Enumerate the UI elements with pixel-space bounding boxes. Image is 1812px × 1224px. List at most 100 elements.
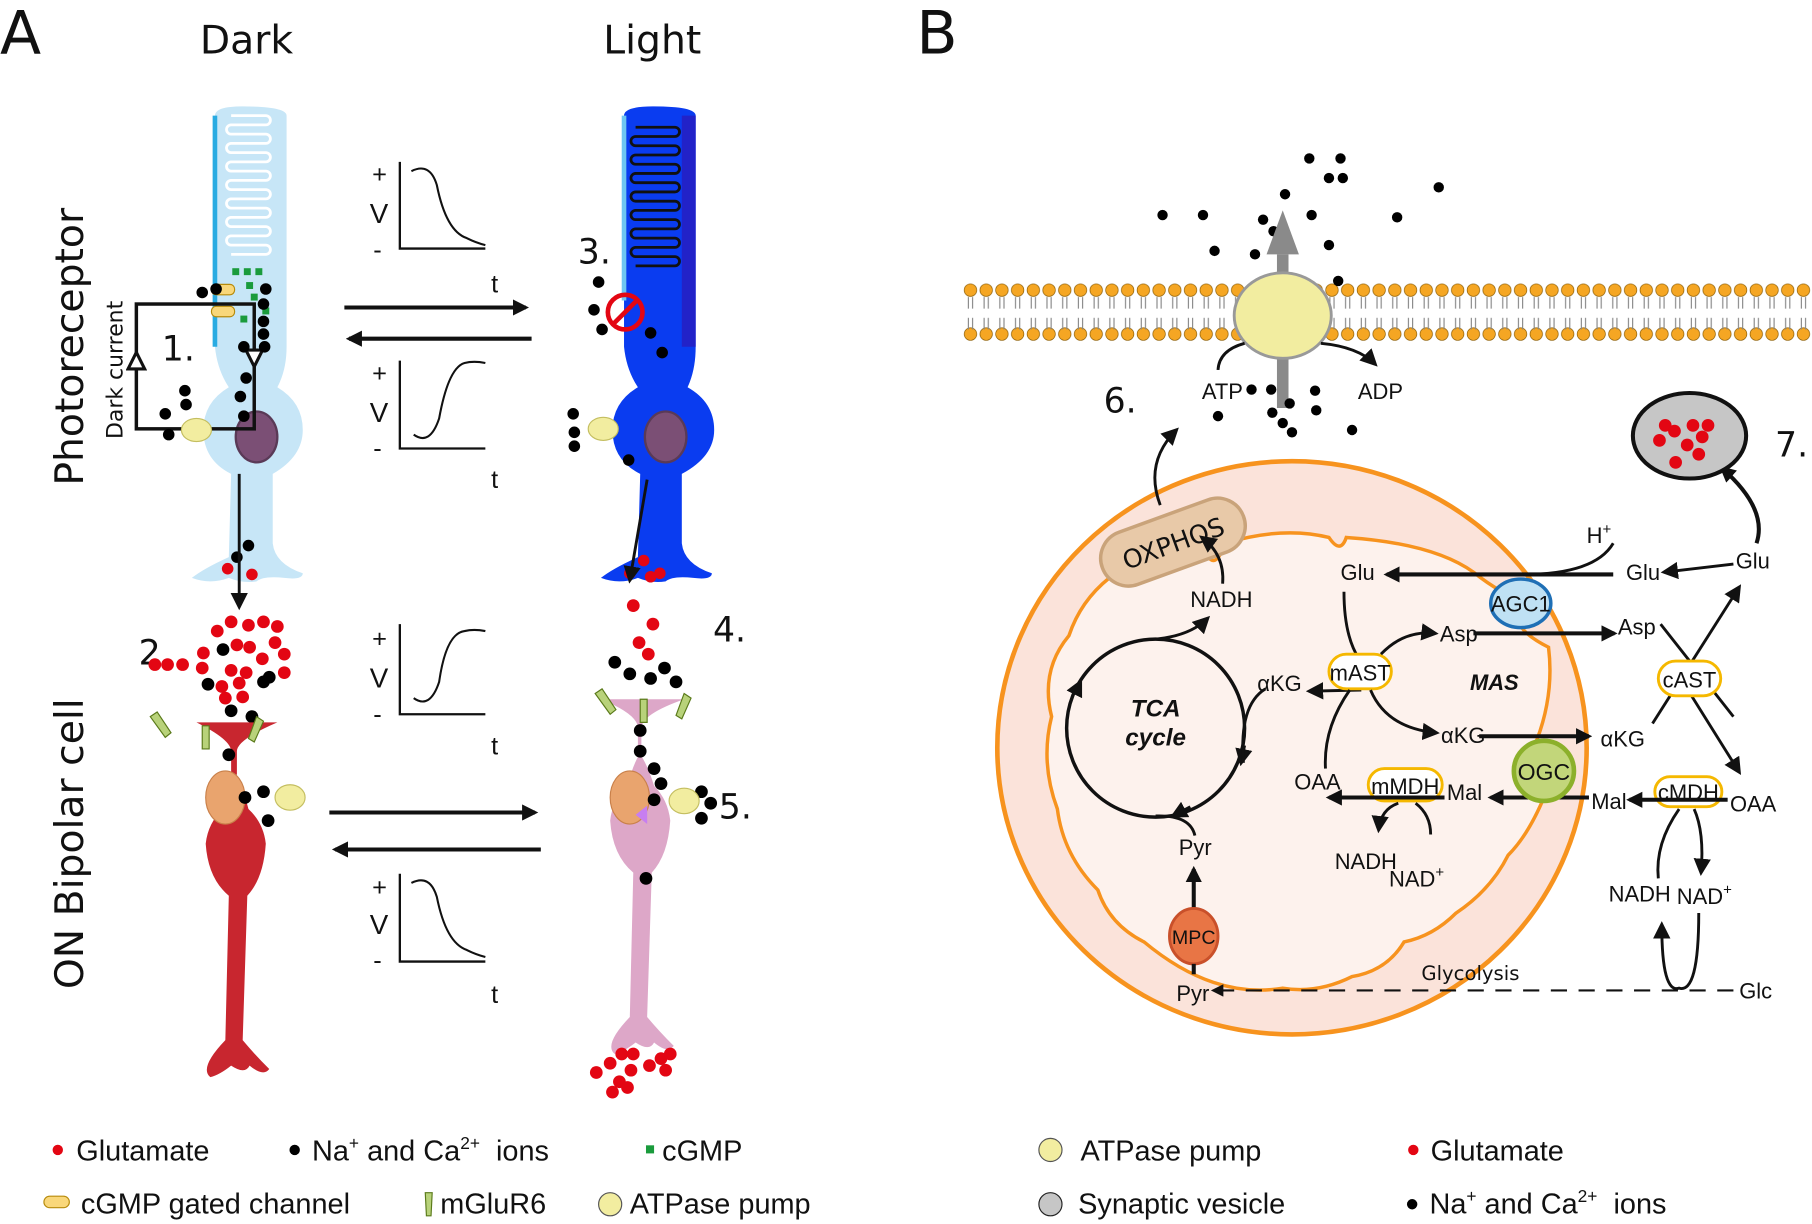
svg-text:t: t xyxy=(491,466,498,494)
cgmp-channel-icon xyxy=(43,1195,70,1209)
atp-label: ATP xyxy=(1202,379,1243,404)
rod-light: 3. xyxy=(567,106,715,584)
svg-text:Synaptic vesicle: Synaptic vesicle xyxy=(1078,1188,1285,1220)
cast-enzyme: cAST xyxy=(1656,659,1723,698)
svg-text:+: + xyxy=(372,359,387,387)
glu-to-vesicle-arrow xyxy=(1719,465,1761,544)
mmdh-enzyme: mMDH xyxy=(1366,767,1444,803)
ions-intracellular xyxy=(1212,384,1358,438)
legend-item-synaptic-vesicle: Synaptic vesicle xyxy=(1038,1188,1285,1220)
mal-in-label: Mal xyxy=(1447,780,1482,805)
glc-label: Glc xyxy=(1739,979,1772,1004)
legend-item-atpase: ATPase pump xyxy=(1038,1135,1261,1167)
svg-text:cGMP gated channel: cGMP gated channel xyxy=(81,1188,350,1220)
legend-item-cgmp-channel: cGMP gated channel xyxy=(43,1188,350,1220)
mglur6-receptor-icon xyxy=(594,688,692,723)
glu-mid-label: Glu xyxy=(1626,560,1660,585)
svg-text:+: + xyxy=(372,625,387,653)
legend-item-cgmp: cGMP xyxy=(645,1135,742,1167)
panel-a: A Dark Light Photoreceptor ON Bipolar ce… xyxy=(0,0,811,1220)
glu-right-label: Glu xyxy=(1736,549,1770,574)
ogc-carrier: OGC xyxy=(1511,738,1577,804)
legend-item-ions: Na+ and Ca2+ ions xyxy=(1406,1186,1666,1221)
svg-text:t: t xyxy=(491,733,498,761)
svg-text:Glutamate: Glutamate xyxy=(76,1135,209,1167)
pyr-in-label: Pyr xyxy=(1179,835,1212,860)
legend-item-glutamate: Glutamate xyxy=(52,1135,209,1167)
nadh-top-label: NADH xyxy=(1190,587,1252,612)
legend-item-ions: Na+ and Ca2+ ions xyxy=(289,1133,549,1168)
mas-label: MAS xyxy=(1470,670,1519,695)
reduced-release-arrow xyxy=(623,479,649,584)
glycolysis-label: Glycolysis xyxy=(1421,962,1519,985)
panel-a-legend: Glutamate Na+ and Ca2+ ions cGMP cGMP ga… xyxy=(43,1133,811,1220)
atpase-pump xyxy=(1232,271,1333,360)
oaa-in-label: OAA xyxy=(1294,769,1341,794)
atpase-pump-icon xyxy=(668,787,700,815)
svg-text:AGC1: AGC1 xyxy=(1491,591,1551,616)
atp-production-arrow xyxy=(1153,427,1179,506)
cmdh-enzyme: cMDH xyxy=(1653,775,1724,809)
bipolar-dark: 2. xyxy=(139,615,306,1078)
legend-item-glutamate: Glutamate xyxy=(1408,1135,1564,1167)
asp-in-label: Asp xyxy=(1440,621,1478,646)
dark-current-label: Dark current xyxy=(103,300,128,439)
voltage-plot-photoreceptor-dark-to-light: + V - t xyxy=(370,161,498,299)
asp-out-label: Asp xyxy=(1618,615,1656,640)
atp-consumption-arc xyxy=(1216,341,1245,371)
cgmp-icon xyxy=(645,1145,655,1154)
mpc-carrier: MPC xyxy=(1168,906,1220,966)
ion-icon xyxy=(1406,1199,1418,1210)
nadh-out-label: NADH xyxy=(1609,881,1671,906)
pyr-out-label: Pyr xyxy=(1176,981,1209,1006)
glutamate-icon xyxy=(52,1144,63,1156)
step-3-label: 3. xyxy=(578,233,611,273)
atpase-pump-icon xyxy=(274,784,306,811)
svg-text:t: t xyxy=(491,270,498,298)
voltage-plot-photoreceptor-light-to-dark: + V - t xyxy=(370,359,498,493)
glu-in-label: Glu xyxy=(1341,560,1375,585)
cell-membrane xyxy=(962,283,1812,342)
svg-text:V: V xyxy=(370,909,389,940)
h-plus-label: H+ xyxy=(1587,521,1612,548)
cgmp-squares xyxy=(232,268,270,323)
panel-b-legend: ATPase pump Glutamate Synaptic vesicle N… xyxy=(1038,1135,1666,1221)
nadh-in-label: NADH xyxy=(1335,849,1397,874)
svg-text:mAST: mAST xyxy=(1330,661,1391,686)
row-bipolar-label: ON Bipolar cell xyxy=(48,698,93,989)
synaptic-vesicle xyxy=(1630,390,1749,481)
ions-extracellular xyxy=(1157,153,1444,287)
svg-text:Na+ and Ca2+ ions: Na+ and Ca2+ ions xyxy=(312,1133,549,1168)
condition-light-label: Light xyxy=(603,18,701,63)
svg-text:-: - xyxy=(373,236,381,264)
mast-enzyme: mAST xyxy=(1327,652,1393,691)
step-1-label: 1. xyxy=(162,330,195,370)
ions-light-rod xyxy=(567,276,668,466)
svg-text:mMDH: mMDH xyxy=(1371,774,1439,799)
legend-item-atpase: ATPase pump xyxy=(598,1188,811,1220)
svg-text:-: - xyxy=(373,700,381,728)
svg-text:V: V xyxy=(370,663,389,694)
svg-text:mGluR6: mGluR6 xyxy=(440,1188,546,1220)
row-photoreceptor-label: Photoreceptor xyxy=(48,207,93,486)
panel-b-label: B xyxy=(916,0,957,68)
svg-text:OGC: OGC xyxy=(1518,759,1571,785)
akg-left-label: αKG xyxy=(1257,671,1301,696)
svg-text:V: V xyxy=(370,397,389,428)
agc1-carrier: AGC1 xyxy=(1489,577,1553,630)
svg-text:cycle: cycle xyxy=(1125,724,1186,751)
akg-in-label: αKG xyxy=(1441,723,1485,748)
bipolar-light: 4. 5. xyxy=(589,599,752,1099)
condition-dark-label: Dark xyxy=(200,18,293,63)
akg-out-label: αKG xyxy=(1601,727,1645,752)
nad-out-label: NAD+ xyxy=(1677,882,1732,909)
rod-dark: Dark current 1. xyxy=(103,106,303,611)
svg-text:-: - xyxy=(373,947,381,975)
akg-to-tca-arc xyxy=(1241,687,1267,763)
atpase-pump-icon xyxy=(598,1192,623,1217)
atpase-pump-icon xyxy=(587,416,619,441)
step-6-label: 6. xyxy=(1104,382,1137,422)
svg-text:Na+ and Ca2+ ions: Na+ and Ca2+ ions xyxy=(1429,1186,1666,1221)
voltage-plot-bipolar-light-to-dark: + V - t xyxy=(370,874,498,1009)
